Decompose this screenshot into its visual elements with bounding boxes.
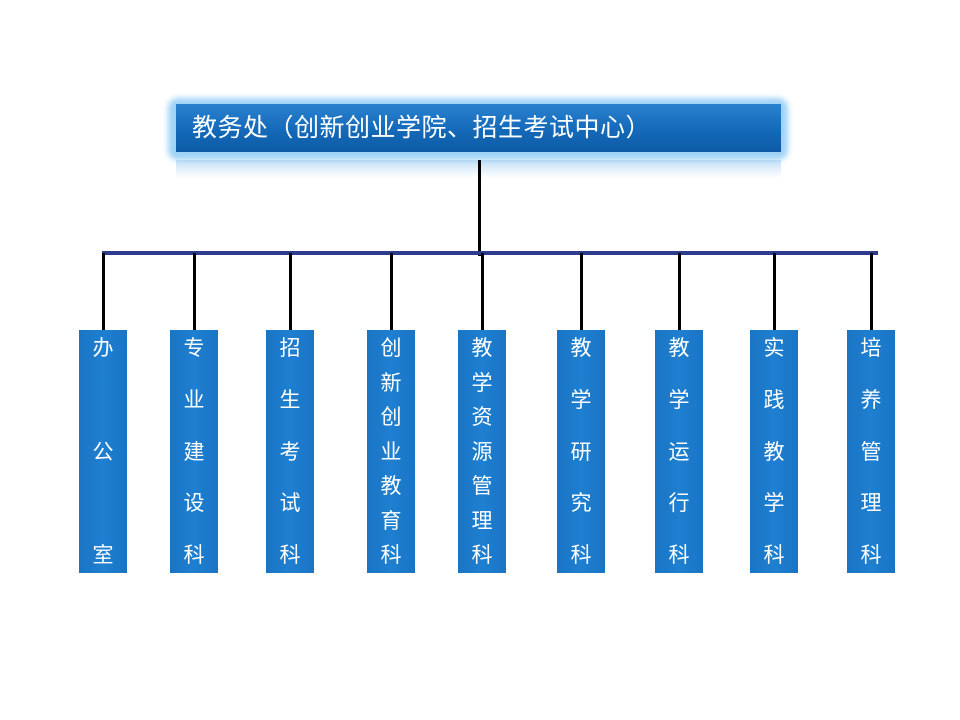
department-label-char: 业 bbox=[380, 439, 402, 464]
department-label-char: 运 bbox=[668, 439, 690, 464]
department-label-char: 培 bbox=[860, 336, 882, 360]
department-label-char: 科 bbox=[279, 543, 301, 567]
department-label-char: 理 bbox=[471, 508, 493, 533]
department-box: 教学资源管理科 bbox=[458, 330, 506, 573]
department-label-char: 教 bbox=[380, 474, 402, 498]
department-label-char: 招 bbox=[279, 336, 301, 360]
department-label-char: 研 bbox=[570, 439, 592, 464]
department-label-char: 养 bbox=[860, 387, 882, 412]
root-connector-line bbox=[478, 160, 481, 256]
department-label-char: 科 bbox=[763, 543, 785, 567]
department-label-char: 究 bbox=[570, 491, 592, 516]
department-label-char: 生 bbox=[279, 387, 301, 412]
department-label-char: 设 bbox=[183, 491, 205, 516]
org-root-box: 教务处（创新创业学院、招生考试中心） bbox=[176, 104, 781, 152]
department-label-char: 学 bbox=[471, 370, 493, 395]
org-root-label: 教务处（创新创业学院、招生考试中心） bbox=[192, 113, 652, 142]
department-connector-line bbox=[481, 253, 484, 331]
department-box: 招生考试科 bbox=[266, 330, 314, 573]
department-label-char: 科 bbox=[183, 543, 205, 567]
department-connector-line bbox=[289, 253, 292, 331]
department-label-char: 资 bbox=[471, 405, 493, 429]
horizontal-bus-line bbox=[102, 251, 878, 255]
department-connector-line bbox=[678, 253, 681, 331]
department-label-char: 教 bbox=[570, 336, 592, 360]
department-label-char: 办 bbox=[92, 336, 114, 360]
department-label-char: 公 bbox=[92, 439, 114, 464]
department-label-char: 教 bbox=[471, 336, 493, 360]
department-connector-line bbox=[580, 253, 583, 331]
department-label-char: 学 bbox=[570, 387, 592, 412]
department-label-char: 室 bbox=[92, 543, 114, 567]
department-connector-line bbox=[390, 253, 393, 331]
department-label-char: 试 bbox=[279, 491, 301, 516]
department-label-char: 实 bbox=[763, 336, 785, 360]
department-label-char: 创 bbox=[380, 405, 402, 429]
department-label-char: 管 bbox=[471, 474, 493, 498]
department-label-char: 专 bbox=[183, 336, 205, 360]
department-label-char: 科 bbox=[380, 543, 402, 567]
department-label-char: 创 bbox=[380, 336, 402, 360]
department-label-char: 育 bbox=[380, 508, 402, 533]
department-label-char: 考 bbox=[279, 439, 301, 464]
department-label-char: 科 bbox=[860, 543, 882, 567]
department-label-char: 践 bbox=[763, 387, 785, 412]
department-box: 培养管理科 bbox=[847, 330, 895, 573]
department-box: 专业建设科 bbox=[170, 330, 218, 573]
department-label-char: 科 bbox=[471, 543, 493, 567]
department-label-char: 教 bbox=[763, 439, 785, 464]
department-label-char: 学 bbox=[763, 491, 785, 516]
department-box: 实践教学科 bbox=[750, 330, 798, 573]
department-label-char: 新 bbox=[380, 370, 402, 395]
department-label-char: 业 bbox=[183, 387, 205, 412]
department-label-char: 管 bbox=[860, 439, 882, 464]
department-box: 办公室 bbox=[79, 330, 127, 573]
department-connector-line bbox=[193, 253, 196, 331]
department-label-char: 理 bbox=[860, 491, 882, 516]
department-box: 创新创业教育科 bbox=[367, 330, 415, 573]
department-label-char: 行 bbox=[668, 491, 690, 516]
department-box: 教学运行科 bbox=[655, 330, 703, 573]
department-connector-line bbox=[870, 253, 873, 331]
department-label-char: 源 bbox=[471, 439, 493, 464]
department-label-char: 科 bbox=[570, 543, 592, 567]
department-label-char: 科 bbox=[668, 543, 690, 567]
department-box: 教学研究科 bbox=[557, 330, 605, 573]
department-label-char: 建 bbox=[183, 439, 205, 464]
department-connector-line bbox=[102, 253, 105, 331]
department-label-char: 教 bbox=[668, 336, 690, 360]
department-connector-line bbox=[773, 253, 776, 331]
department-label-char: 学 bbox=[668, 387, 690, 412]
